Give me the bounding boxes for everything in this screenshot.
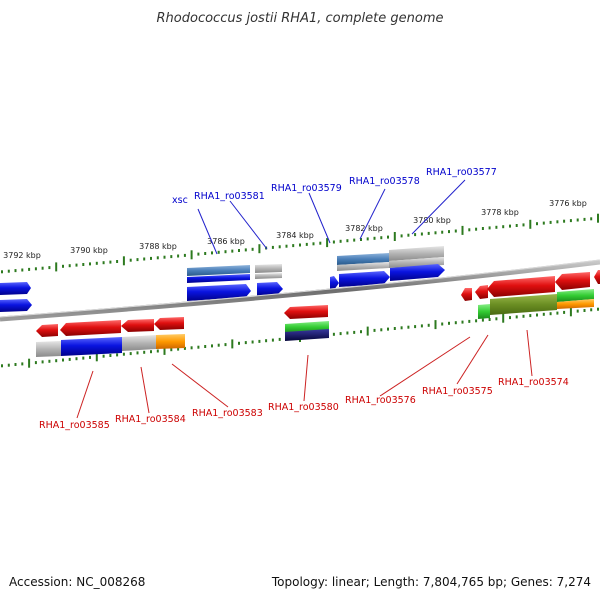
gene-block-reverse[interactable] — [555, 272, 590, 290]
gene-block-reverse[interactable] — [475, 285, 488, 299]
gene-label-ro03578[interactable]: RHA1_ro03578 — [349, 176, 420, 187]
gene-block-green[interactable] — [478, 304, 490, 319]
reverse-leaders — [76, 329, 533, 419]
gene-label-ro03584[interactable]: RHA1_ro03584 — [115, 414, 186, 425]
gene-block-forward[interactable] — [61, 337, 122, 356]
gene-block-reverse[interactable] — [284, 305, 328, 319]
gene-label-ro03579[interactable]: RHA1_ro03579 — [271, 183, 342, 194]
gene-block-steel[interactable] — [187, 265, 250, 276]
gene-block-steel[interactable] — [337, 253, 389, 265]
genome-backbone — [0, 259, 600, 322]
gene-label-ro03583[interactable]: RHA1_ro03583 — [192, 408, 263, 419]
reverse-gene-labels: RHA1_ro03585 RHA1_ro03584 RHA1_ro03583 R… — [39, 377, 569, 431]
gene-label-ro03585[interactable]: RHA1_ro03585 — [39, 420, 110, 431]
gene-block-reverse[interactable] — [461, 288, 472, 301]
kbp-label: 3782 kbp — [345, 224, 383, 233]
genome-backbone-highlight — [0, 259, 600, 318]
kbp-label: 3788 kbp — [139, 242, 177, 251]
gene-block-forward[interactable] — [0, 282, 31, 295]
gene-block-reverse[interactable] — [594, 270, 600, 284]
gene-label-ro03575[interactable]: RHA1_ro03575 — [422, 386, 493, 397]
gene-label-ro03574[interactable]: RHA1_ro03574 — [498, 377, 569, 388]
topology-stats-text: Topology: linear; Length: 7,804,765 bp; … — [271, 575, 591, 589]
forward-leaders — [197, 179, 466, 255]
kbp-label: 3790 kbp — [70, 246, 108, 255]
kbp-label: 3776 kbp — [549, 199, 587, 208]
gene-block-olive[interactable] — [490, 294, 557, 315]
gene-block-navy[interactable] — [285, 329, 329, 341]
kbp-scale: 3792 kbp 3790 kbp 3788 kbp 3786 kbp 3784… — [3, 199, 587, 260]
gene-block-reverse[interactable] — [36, 324, 58, 337]
reverse-strand-track — [36, 270, 600, 357]
gene-block-forward[interactable] — [330, 276, 339, 290]
gene-block-gray[interactable] — [337, 262, 389, 271]
kbp-label: 3792 kbp — [3, 251, 41, 260]
forward-gene-labels: xsc RHA1_ro03581 RHA1_ro03579 RHA1_ro035… — [172, 167, 497, 206]
gene-block-forward[interactable] — [339, 271, 390, 287]
gene-block-gray[interactable] — [122, 335, 156, 351]
gene-block-gray[interactable] — [389, 246, 444, 261]
gene-block-gray[interactable] — [36, 341, 61, 357]
gene-block-reverse[interactable] — [121, 319, 154, 332]
gene-block-reverse[interactable] — [60, 320, 121, 336]
gene-block-gray[interactable] — [255, 264, 282, 273]
gene-block-forward[interactable] — [257, 282, 283, 296]
genome-title: Rhodococcus jostii RHA1, complete genome — [157, 11, 444, 26]
gene-block-forward[interactable] — [0, 299, 32, 312]
gene-block-orange[interactable] — [557, 299, 594, 309]
kbp-label: 3780 kbp — [413, 216, 451, 225]
gene-label-ro03581[interactable]: RHA1_ro03581 — [194, 191, 265, 202]
gene-label-xsc[interactable]: xsc — [172, 195, 188, 206]
accession-text: Accession: NC_008268 — [9, 575, 145, 589]
gene-label-ro03576[interactable]: RHA1_ro03576 — [345, 395, 416, 406]
upper-tick-track — [1, 213, 599, 274]
gene-block-orange[interactable] — [156, 334, 185, 349]
gene-label-ro03577[interactable]: RHA1_ro03577 — [426, 167, 497, 178]
forward-strand-track — [0, 246, 445, 312]
gene-block-forward[interactable] — [187, 274, 250, 283]
gene-block-gray[interactable] — [255, 273, 282, 279]
gene-block-reverse[interactable] — [487, 276, 555, 297]
gene-label-ro03580[interactable]: RHA1_ro03580 — [268, 402, 339, 413]
gene-block-green[interactable] — [557, 289, 594, 302]
kbp-label: 3778 kbp — [481, 208, 519, 217]
gene-block-forward[interactable] — [390, 264, 445, 281]
kbp-label: 3784 kbp — [276, 231, 314, 240]
gene-block-forward[interactable] — [187, 284, 251, 301]
gene-block-reverse[interactable] — [154, 317, 184, 330]
kbp-label: 3786 kbp — [207, 237, 245, 246]
